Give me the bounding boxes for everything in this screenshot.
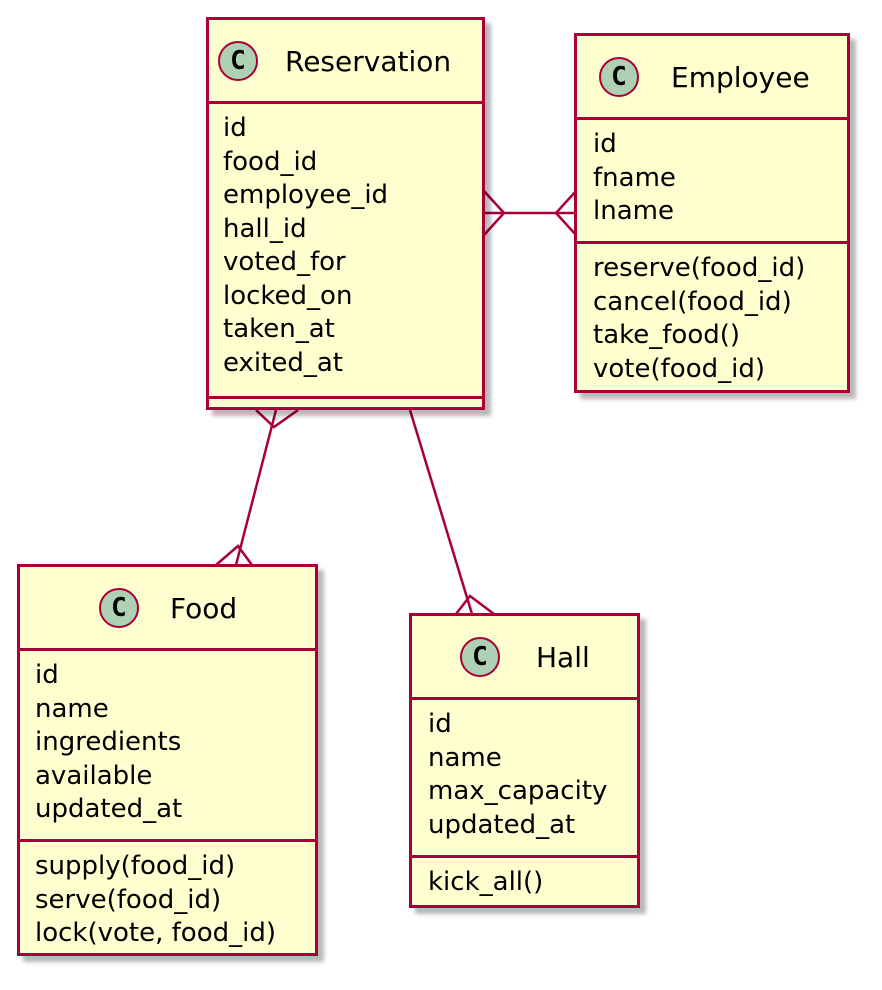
class-icon: C bbox=[218, 41, 258, 81]
attribute: locked_on bbox=[223, 280, 353, 311]
method: reserve(food_id) bbox=[593, 253, 806, 283]
methods-section: reserve(food_id) cancel(food_id) take_fo… bbox=[577, 241, 847, 386]
attribute: ingredients bbox=[35, 727, 182, 757]
method: vote(food_id) bbox=[593, 353, 765, 384]
attribute: employee_id bbox=[223, 180, 389, 210]
class-icon: C bbox=[99, 588, 139, 628]
relation-reservation-employee bbox=[483, 190, 577, 236]
attribute: exited_at bbox=[223, 347, 343, 378]
crowfoot-food-end bbox=[215, 544, 254, 566]
crowfoot-reservation-end bbox=[255, 408, 299, 429]
class-food: C Food id name ingredients available upd… bbox=[17, 564, 318, 956]
method: serve(food_id) bbox=[35, 884, 222, 915]
attributes-section: id food_id employee_id hall_id voted_for… bbox=[209, 104, 482, 396]
class-name: Employee bbox=[671, 61, 810, 94]
attribute: voted_for bbox=[223, 247, 346, 277]
class-employee: C Employee id fname lname reserve(food_i… bbox=[574, 33, 850, 393]
attributes-section: id name max_capacity updated_at bbox=[412, 700, 637, 855]
attribute: id bbox=[35, 660, 59, 690]
attribute: fname bbox=[593, 162, 676, 193]
attribute: lname bbox=[593, 196, 674, 226]
attribute: hall_id bbox=[223, 213, 307, 244]
attribute: id bbox=[223, 113, 247, 143]
attribute: food_id bbox=[223, 146, 318, 177]
method: take_food() bbox=[593, 320, 741, 350]
attribute: available bbox=[35, 760, 153, 791]
class-reservation: C Reservation id food_id employee_id hal… bbox=[206, 17, 485, 410]
crowfoot-employee-end bbox=[554, 190, 577, 236]
relation-reservation-food bbox=[215, 408, 299, 566]
attribute: updated_at bbox=[428, 809, 576, 840]
attribute: updated_at bbox=[35, 794, 183, 824]
attribute: id bbox=[428, 709, 452, 739]
attributes-section: id fname lname bbox=[577, 120, 847, 241]
class-icon: C bbox=[460, 637, 500, 677]
class-hall: C Hall id name max_capacity updated_at k… bbox=[409, 613, 640, 908]
class-header: C Employee bbox=[577, 36, 847, 120]
method: kick_all() bbox=[428, 867, 544, 897]
attribute: max_capacity bbox=[428, 776, 608, 806]
class-header: C Reservation bbox=[209, 20, 482, 104]
relation-line bbox=[408, 409, 474, 615]
class-name: Hall bbox=[536, 641, 590, 674]
class-header: C Food bbox=[20, 567, 315, 651]
attribute: name bbox=[428, 742, 502, 773]
crowfoot-hall-end bbox=[455, 594, 495, 615]
method: cancel(food_id) bbox=[593, 286, 792, 317]
methods-section: kick_all() bbox=[412, 855, 637, 900]
class-name: Food bbox=[170, 592, 238, 625]
methods-section bbox=[209, 396, 482, 407]
relation-reservation-hall bbox=[408, 409, 495, 615]
class-header: C Hall bbox=[412, 616, 637, 700]
method: supply(food_id) bbox=[35, 851, 236, 881]
methods-section: supply(food_id) serve(food_id) lock(vote… bbox=[20, 839, 315, 951]
relation-line bbox=[234, 409, 278, 566]
crowfoot-reservation-end bbox=[483, 190, 506, 236]
method: lock(vote, food_id) bbox=[35, 918, 276, 948]
attribute: taken_at bbox=[223, 314, 335, 344]
class-name: Reservation bbox=[285, 45, 452, 78]
class-icon: C bbox=[599, 57, 639, 97]
attribute: name bbox=[35, 693, 109, 724]
attributes-section: id name ingredients available updated_at bbox=[20, 651, 315, 839]
attribute: id bbox=[593, 129, 617, 159]
